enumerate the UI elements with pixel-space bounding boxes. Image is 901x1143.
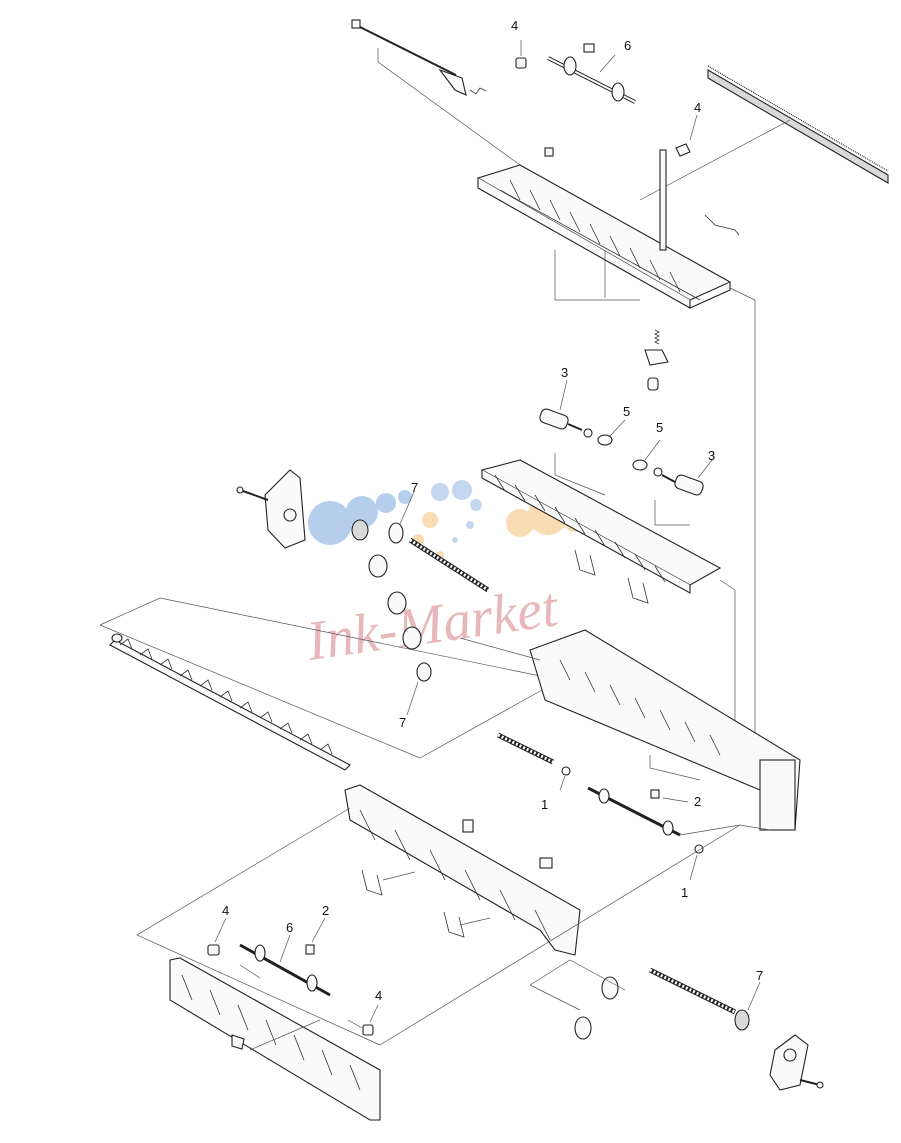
callout-3-left: 3 xyxy=(561,365,568,380)
left-side-bracket xyxy=(236,469,306,549)
upper-paper-guide xyxy=(476,147,732,309)
bushing-icon xyxy=(675,143,691,157)
gear-roller-7-top xyxy=(388,522,404,544)
bushing-icon xyxy=(207,944,220,956)
e-clip-icon xyxy=(561,766,571,776)
spring-clip-icon xyxy=(443,911,465,938)
callout-6-upper: 6 xyxy=(624,38,631,53)
lower-shaft xyxy=(239,943,331,997)
lower-frame xyxy=(344,784,581,956)
spring-clip-icon xyxy=(574,549,596,576)
callout-7-top: 7 xyxy=(411,480,418,495)
callout-4-lower-left: 4 xyxy=(222,903,229,918)
spring-clip-icon xyxy=(627,577,649,604)
threaded-shaft-lower xyxy=(496,732,555,765)
spring-clip-icon xyxy=(305,944,315,955)
static-brush-strip xyxy=(707,65,889,184)
callout-4-upper-right: 4 xyxy=(694,100,701,115)
left-guide-strip xyxy=(109,633,351,771)
e-clip-icon xyxy=(694,844,704,854)
roller-left xyxy=(539,408,593,438)
clip-icon xyxy=(231,1034,245,1050)
threaded-shaft-upper xyxy=(408,537,490,593)
bottom-rollers xyxy=(574,976,619,1040)
rollers-group xyxy=(368,554,432,682)
gear-roller xyxy=(351,519,369,541)
callout-7-bottom: 7 xyxy=(399,715,406,730)
spring-clip-icon xyxy=(650,789,660,799)
main-frame xyxy=(529,629,801,831)
spring-holder xyxy=(644,329,669,391)
bushing-icon xyxy=(362,1024,374,1036)
callout-4-lower-right: 4 xyxy=(375,988,382,1003)
right-side-bracket xyxy=(769,1034,824,1091)
callout-1-lower: 1 xyxy=(681,885,688,900)
gear-roller-7-right xyxy=(734,1009,750,1031)
bushing-icon xyxy=(515,57,527,69)
upper-shaft xyxy=(547,43,636,104)
callout-1-upper: 1 xyxy=(541,797,548,812)
callout-5-right: 5 xyxy=(656,420,663,435)
callout-4-upper-left: 4 xyxy=(511,18,518,33)
callout-3-right: 3 xyxy=(708,448,715,463)
upper-lever-arm xyxy=(351,19,487,96)
drive-shaft xyxy=(587,786,681,837)
callout-2-lower: 2 xyxy=(322,903,329,918)
ring-icon xyxy=(597,434,613,446)
callout-5-left: 5 xyxy=(623,404,630,419)
middle-paper-guide xyxy=(480,459,722,594)
spring-clip-icon xyxy=(704,214,740,236)
callout-2-upper: 2 xyxy=(694,794,701,809)
watermark-text: Ink-Market xyxy=(302,576,562,673)
callout-6-lower: 6 xyxy=(286,920,293,935)
callout-7-right: 7 xyxy=(756,968,763,983)
spring-clip-icon xyxy=(361,869,383,896)
threaded-shaft-bottom xyxy=(648,967,737,1015)
roller-right xyxy=(653,467,704,496)
ring-icon xyxy=(632,459,648,471)
